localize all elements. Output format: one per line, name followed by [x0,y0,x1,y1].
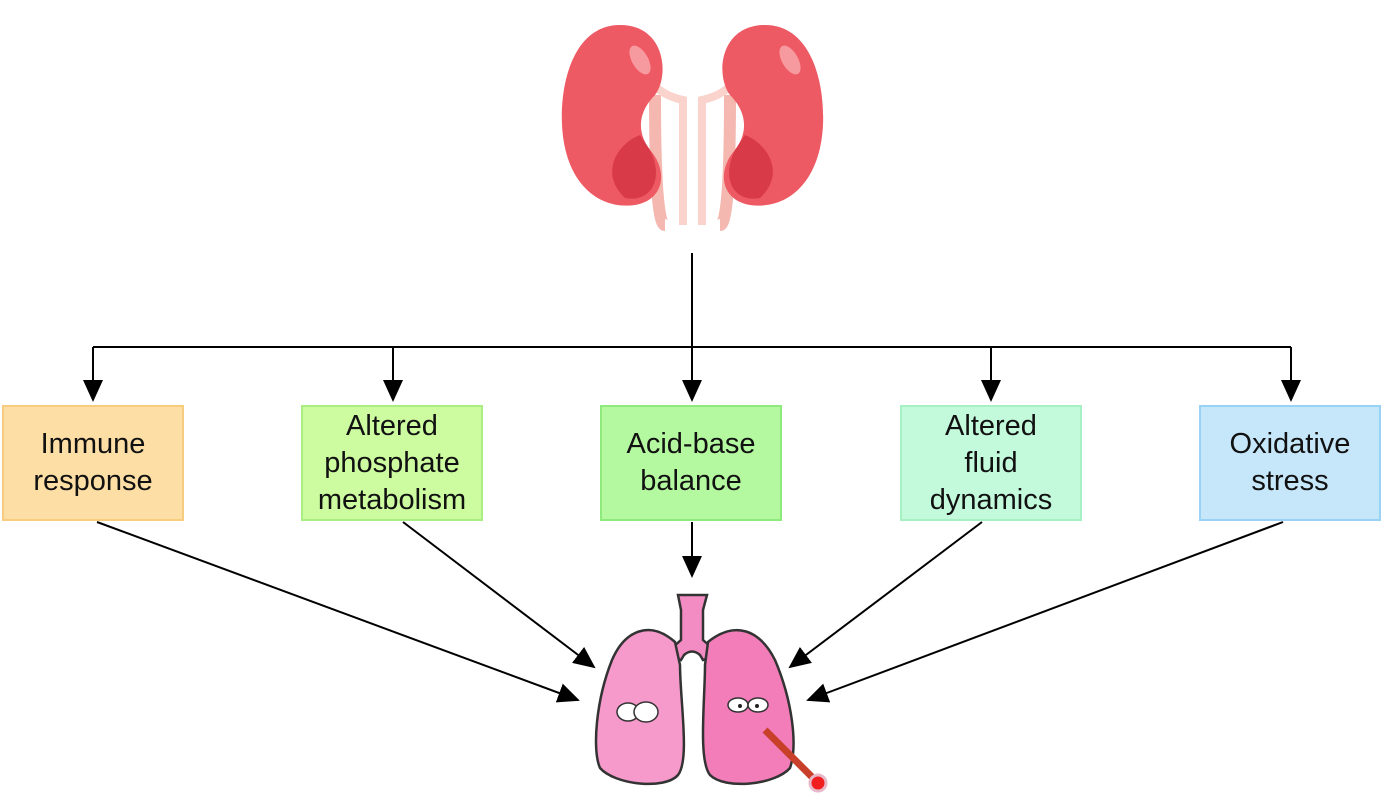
factor-box-oxidative-stress: Oxidative stress [1199,405,1381,521]
arrow-oxidative-to-lungs [806,521,1284,703]
sick-lungs-icon [594,593,828,793]
factor-label: Altered fluid dynamics [929,409,1053,516]
kidneys-icon [561,25,824,231]
factor-label: Acid-base balance [626,428,756,497]
factor-label: Immune response [33,428,153,497]
factor-label: Oxidative stress [1229,428,1351,497]
factor-box-altered-phosphate-metabolism: Altered phosphate metabolism [301,405,483,521]
arrow-immune-to-lungs [96,521,580,703]
connector-lines [83,253,1301,703]
factor-box-immune-response: Immune response [2,405,184,521]
factor-label: Altered phosphate metabolism [317,409,467,516]
arrow-phosphate-to-lungs [402,521,596,669]
factor-box-altered-fluid-dynamics: Altered fluid dynamics [900,405,1082,521]
arrow-fluid-to-lungs [788,521,983,669]
factor-box-acid-base-balance: Acid-base balance [600,405,782,521]
